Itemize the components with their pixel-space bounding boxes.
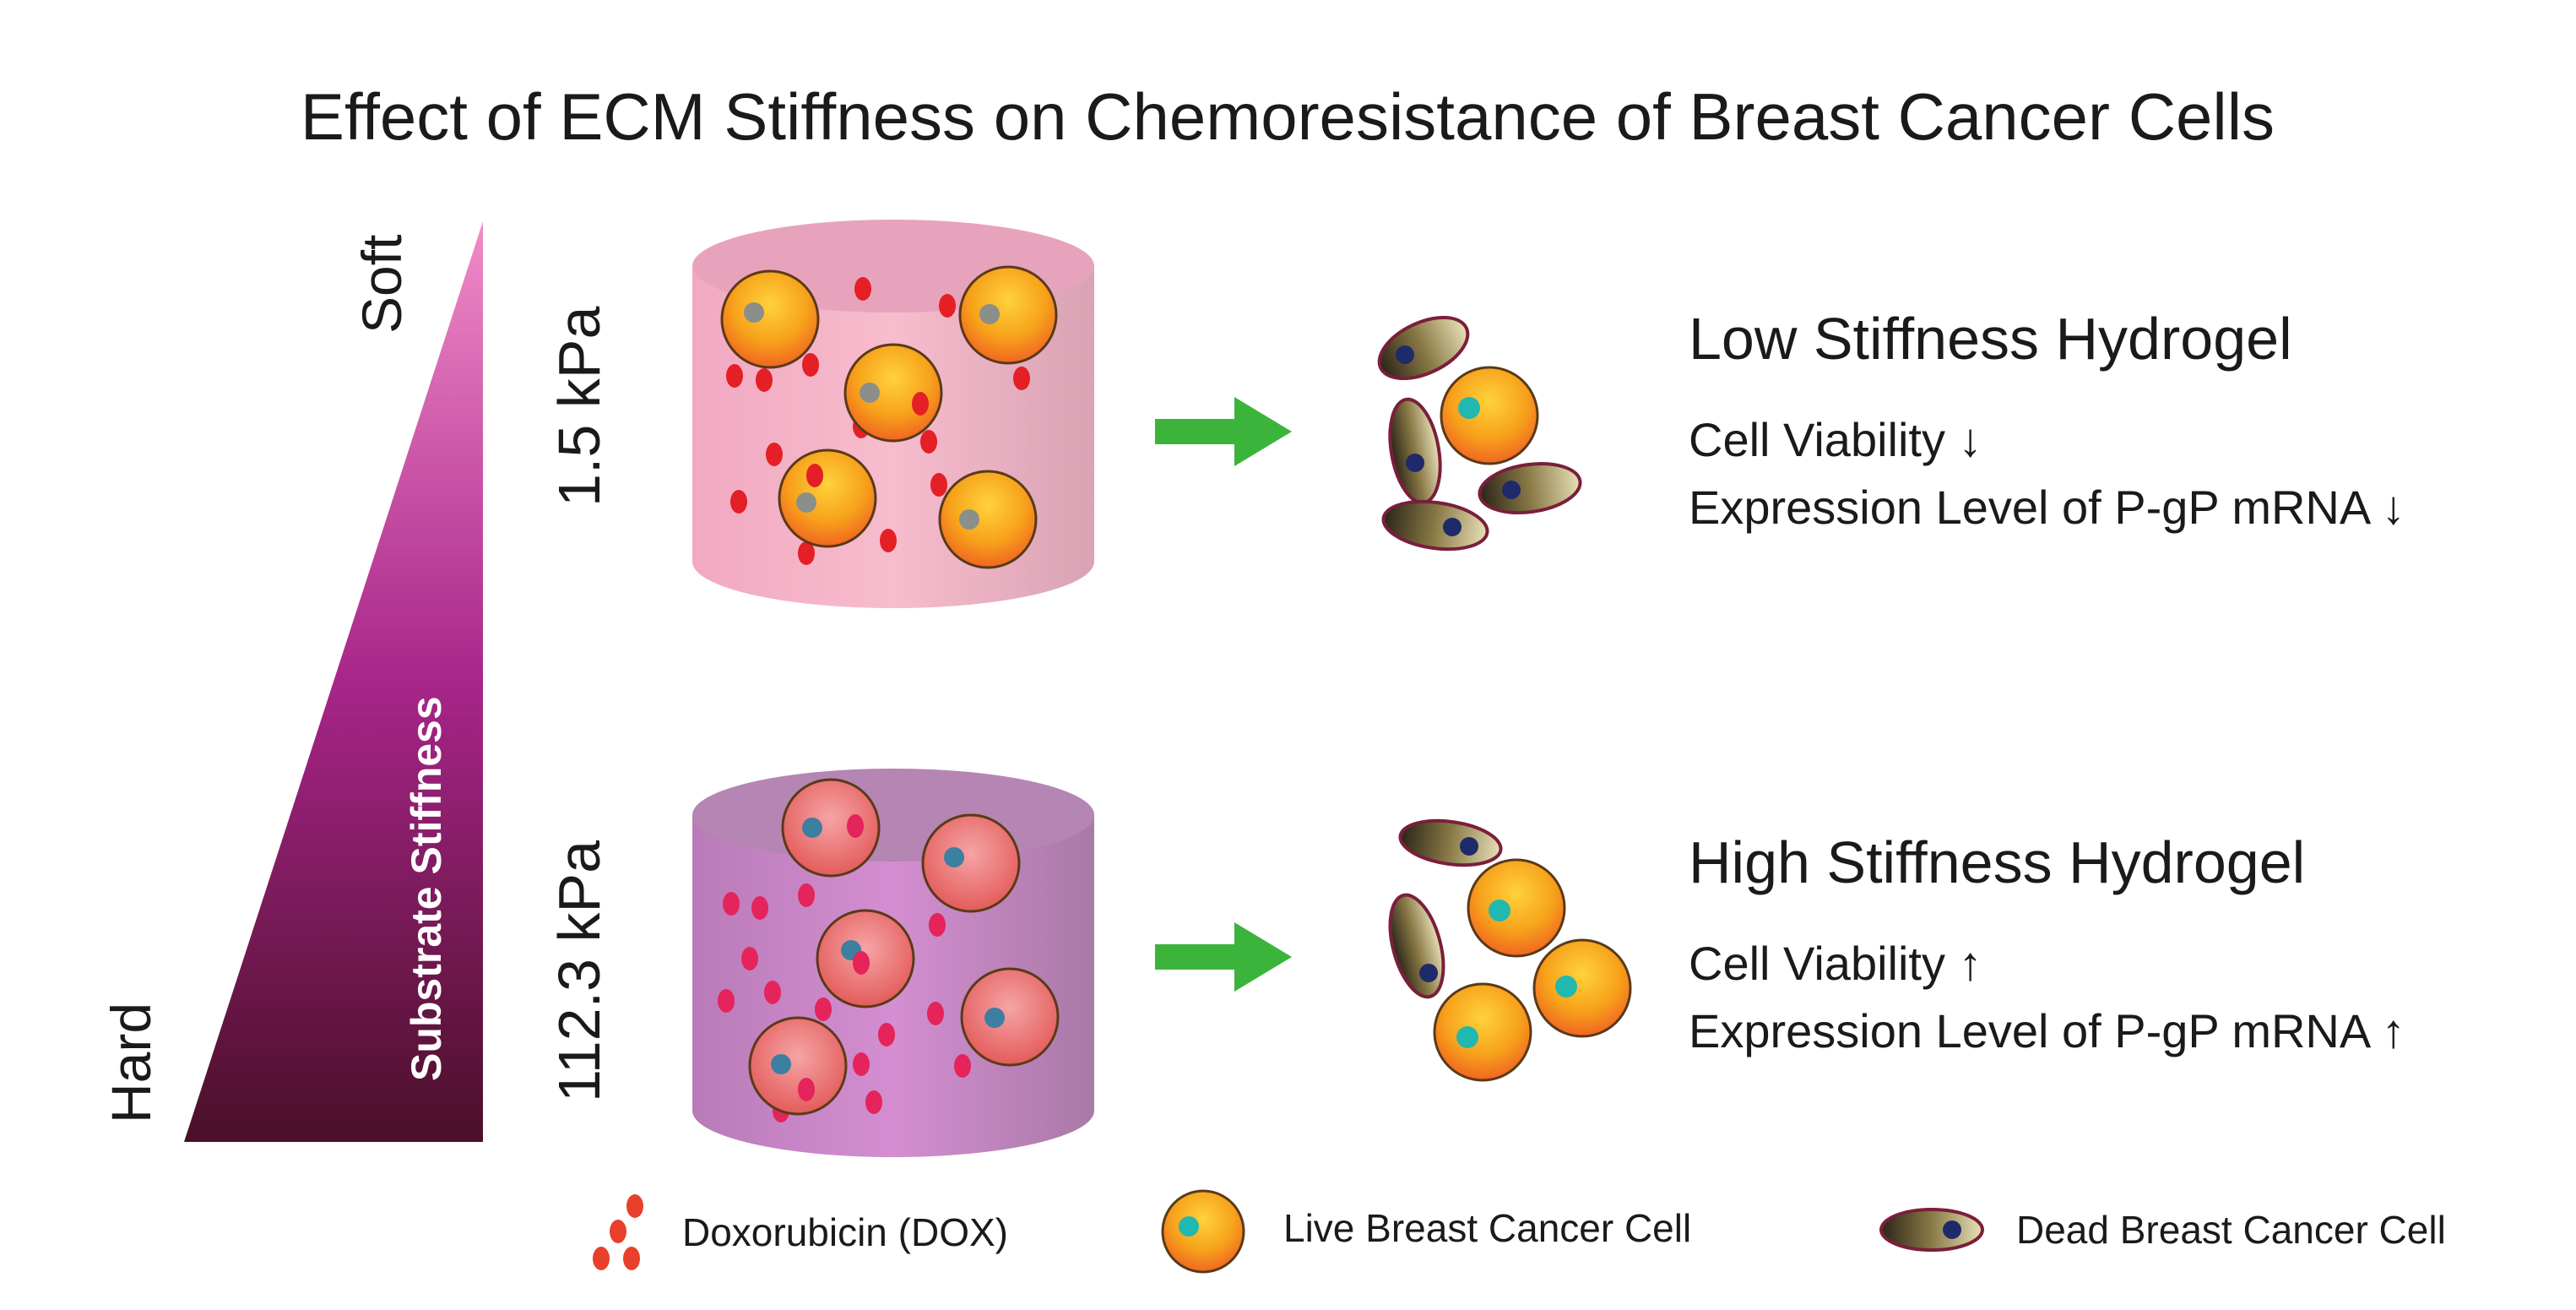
low-line-1: Cell Viability ↓: [1689, 413, 1982, 466]
low-stiffness-gel: [692, 220, 1094, 608]
live-cell-icon: [1161, 1189, 1245, 1274]
arrow-high: [1155, 922, 1292, 992]
live-cell-nucleus: [1458, 397, 1480, 419]
dead-cell-nuclei: [1396, 345, 1521, 536]
heading-low: Low Stiffness Hydrogel: [1689, 306, 2292, 372]
live-cell-nuclei: [1456, 900, 1577, 1048]
high-stiffness-gel: [692, 769, 1094, 1157]
gel-top: [692, 769, 1094, 862]
dead-cell-icon: [1879, 1208, 1984, 1252]
outcome-high-stiffness: [1388, 818, 1632, 1082]
live-cell: [1440, 366, 1539, 465]
heading-high: High Stiffness Hydrogel: [1689, 829, 2305, 895]
modulus-label-high: 112.3 kPa: [546, 840, 612, 1102]
high-line-1: Cell Viability ↑: [1689, 937, 1982, 990]
dead-cell-nuclei: [1419, 837, 1478, 982]
arrow-low: [1155, 397, 1292, 466]
low-line-2: Expression Level of P-gP mRNA ↓: [1689, 481, 2405, 534]
outcome-low-stiffness: [1377, 315, 1582, 552]
soft-label: Soft: [350, 235, 413, 334]
cell-nuclei: [744, 302, 1000, 530]
legend-dox: Doxorubicin (DOX): [682, 1210, 1008, 1254]
wedge-axis-label: Substrate Stiffness: [403, 696, 450, 1081]
diagram-title: Effect of ECM Stiffness on Chemoresistan…: [301, 79, 2275, 154]
stiffness-wedge: [184, 221, 483, 1142]
dox-in-cells: [806, 392, 929, 487]
modulus-label-low: 1.5 kPa: [546, 307, 612, 507]
legend-live: Live Breast Cancer Cell: [1283, 1206, 1691, 1250]
cells-in-gel: [748, 778, 1060, 1116]
dox-particles: [718, 883, 971, 1122]
hard-label: Hard: [100, 1003, 162, 1123]
live-cells-in-gel: [720, 265, 1058, 569]
live-cells: [1433, 858, 1632, 1082]
dox-dots-icon: [593, 1194, 643, 1270]
dox-in-cells: [798, 814, 870, 1101]
legend-dead: Dead Breast Cancer Cell: [2016, 1208, 2446, 1252]
high-line-2: Expression Level of P-gP mRNA ↑: [1689, 1004, 2405, 1057]
